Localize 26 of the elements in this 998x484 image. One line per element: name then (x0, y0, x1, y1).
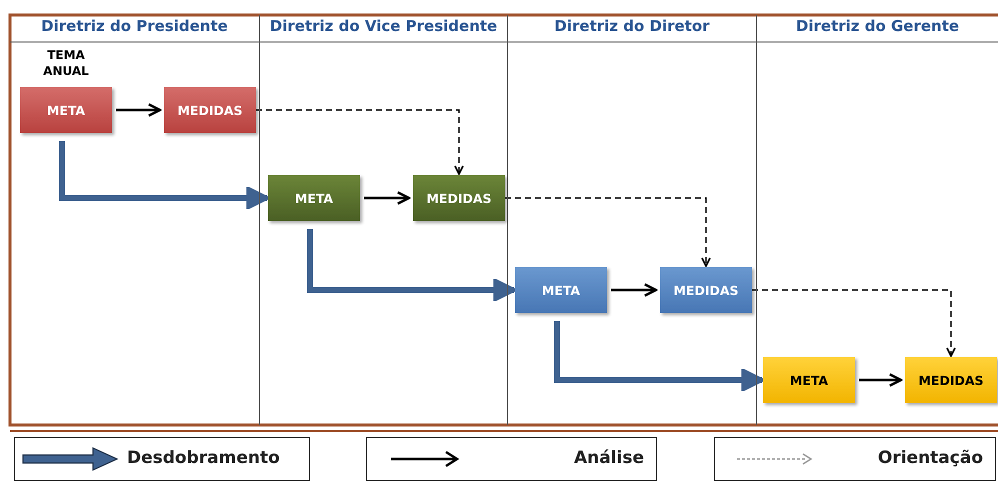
legend-label: Orientação (878, 448, 983, 468)
arrow (116, 103, 162, 117)
block-arrow (59, 141, 270, 210)
dashed-arrow (752, 289, 956, 357)
process-box: MEDIDAS (413, 175, 505, 221)
block-arrow (307, 229, 518, 302)
arrow (859, 373, 902, 387)
lane-heading: Diretriz do Gerente (794, 17, 960, 35)
lane-heading: Diretriz do Diretor (553, 17, 711, 35)
process-box: MEDIDAS (164, 87, 256, 133)
dashed-arrow (256, 109, 464, 175)
process-box: META (515, 267, 607, 313)
dashed-arrow (505, 197, 711, 267)
process-box: MEDIDAS (905, 357, 997, 403)
annotation-text: TEMA ANUAL (42, 47, 90, 80)
legend-label: Análise (574, 448, 644, 468)
process-box: MEDIDAS (660, 267, 752, 313)
lane-heading: Diretriz do Presidente (40, 17, 229, 35)
block-arrow (554, 321, 766, 392)
legend-label: Desdobramento (127, 448, 280, 468)
process-box: META (763, 357, 855, 403)
lane-heading: Diretriz do Vice Presidente (268, 17, 498, 35)
arrow (364, 191, 410, 205)
process-box: META (20, 87, 112, 133)
process-box: META (268, 175, 360, 221)
arrow (611, 283, 658, 297)
